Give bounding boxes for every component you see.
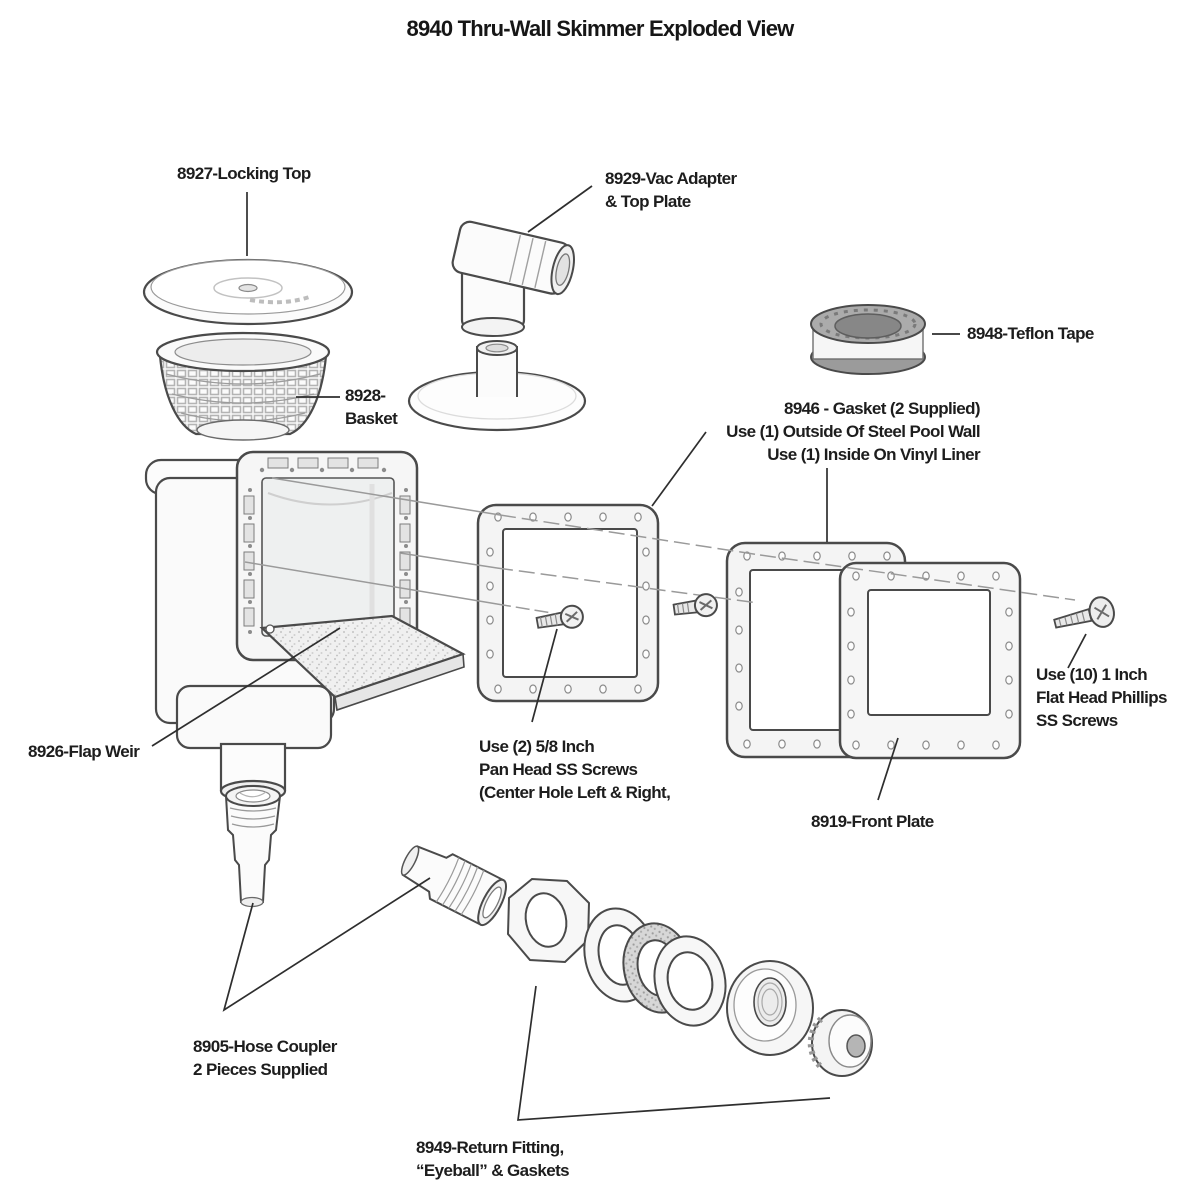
label-return-fitting: 8949-Return Fitting, “Eyeball” & Gaskets [416,1138,570,1180]
teflon-tape-graphic [810,304,926,375]
hose-coupler-1-graphic [224,785,282,908]
leader-lines [151,185,1087,1121]
label-basket: 8928- Basket [345,386,398,428]
locking-top-graphic [142,258,354,326]
return-flange-graphic [726,960,814,1056]
hose-coupler-2-graphic [400,845,507,927]
vac-adapter-graphic [451,220,575,337]
hex-nut-graphic [506,877,591,964]
alignment-lines [244,477,1076,614]
label-gasket: 8946 - Gasket (2 Supplied) Use (1) Outsi… [726,399,980,464]
label-pan-head-screws: Use (2) 5/8 Inch Pan Head SS Screws (Cen… [479,737,671,802]
label-front-plate: 8919-Front Plate [811,812,934,831]
basket-graphic [155,331,331,441]
label-teflon-tape: 8948-Teflon Tape [967,324,1094,343]
label-flap-weir: 8926-Flap Weir [28,742,140,761]
label-locking-top: 8927-Locking Top [177,164,311,183]
front-plate-graphic [838,561,1022,760]
top-plate-graphic [407,340,587,432]
washer-2-graphic [653,935,727,1027]
flat-screw-graphic [1053,596,1115,629]
pan-screw-2-graphic [672,593,718,618]
eyeball-fitting-graphic [807,1009,873,1077]
diagram-title: 8940 Thru-Wall Skimmer Exploded View [406,16,795,41]
flap-weir-graphic [259,614,466,712]
label-flat-head-screws: Use (10) 1 Inch Flat Head Phillips SS Sc… [1036,665,1168,730]
skimmer-body-graphic [144,450,419,803]
gasket-1-graphic [476,503,660,703]
label-vac-adapter: 8929-Vac Adapter & Top Plate [605,169,737,211]
label-hose-coupler: 8905-Hose Coupler 2 Pieces Supplied [193,1037,337,1079]
pan-screw-1-graphic [535,604,584,629]
